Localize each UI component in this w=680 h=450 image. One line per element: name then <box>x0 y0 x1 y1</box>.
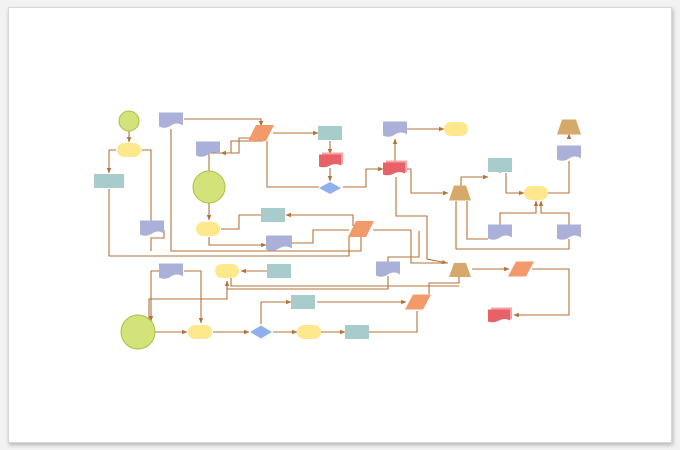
document-node[interactable] <box>159 112 183 128</box>
document-node[interactable] <box>557 224 581 240</box>
connector-lines <box>106 118 572 335</box>
connector <box>548 161 570 194</box>
data-io-node[interactable] <box>508 261 534 277</box>
terminator-node[interactable] <box>196 222 220 236</box>
document-node[interactable] <box>488 224 512 240</box>
connector <box>369 311 418 333</box>
document-node[interactable] <box>196 141 220 157</box>
decision-node[interactable] <box>250 325 272 339</box>
document-node[interactable] <box>266 235 292 251</box>
manual-operation-node[interactable] <box>557 119 581 135</box>
start-circle-node[interactable] <box>118 110 140 132</box>
data-io-node[interactable] <box>405 294 431 310</box>
start-circle-node[interactable] <box>192 170 226 204</box>
connector <box>184 118 264 127</box>
connector <box>343 166 384 188</box>
connector <box>221 214 261 230</box>
connector <box>460 174 489 186</box>
terminator-node[interactable] <box>444 122 468 136</box>
document-stack-node[interactable] <box>319 152 343 168</box>
document-node[interactable] <box>159 263 183 279</box>
connector <box>142 149 152 221</box>
connector <box>150 230 165 251</box>
process-node[interactable] <box>345 325 369 339</box>
document-node[interactable] <box>376 261 400 277</box>
document-node[interactable] <box>557 145 581 161</box>
terminator-node[interactable] <box>188 325 212 339</box>
flowchart-diagram <box>94 110 581 350</box>
process-node[interactable] <box>291 295 315 309</box>
connector <box>148 270 159 322</box>
diagram-canvas <box>8 7 672 443</box>
connector <box>292 229 349 244</box>
document-node[interactable] <box>383 121 407 137</box>
connector <box>466 201 488 240</box>
connector <box>285 212 354 226</box>
process-node[interactable] <box>488 158 512 172</box>
document-node[interactable] <box>140 220 164 236</box>
connector <box>148 281 228 319</box>
connector <box>505 173 525 196</box>
connector <box>208 237 267 248</box>
connector <box>106 149 116 174</box>
connector <box>170 129 362 252</box>
process-node[interactable] <box>318 126 342 140</box>
connector <box>538 200 570 225</box>
document-stack-node[interactable] <box>488 307 512 323</box>
connector <box>266 141 319 188</box>
connector <box>405 168 449 196</box>
start-circle-node[interactable] <box>120 314 156 350</box>
connector <box>373 229 448 264</box>
process-node[interactable] <box>94 174 124 188</box>
connector <box>387 231 420 263</box>
data-io-node[interactable] <box>248 125 274 141</box>
process-node[interactable] <box>267 264 291 278</box>
terminator-node[interactable] <box>215 264 239 278</box>
flowchart-nodes <box>94 110 581 350</box>
document-stack-node[interactable] <box>383 160 407 176</box>
connector <box>224 276 389 290</box>
manual-operation-node[interactable] <box>449 263 471 277</box>
connector <box>108 189 350 257</box>
decision-node[interactable] <box>319 182 341 194</box>
connector <box>455 201 570 250</box>
connector <box>260 299 292 324</box>
connector <box>208 140 263 171</box>
connector <box>513 268 570 318</box>
terminator-node[interactable] <box>297 325 321 339</box>
manual-operation-node[interactable] <box>449 185 471 201</box>
terminator-node[interactable] <box>524 186 548 200</box>
terminator-node[interactable] <box>117 143 141 157</box>
data-io-node[interactable] <box>348 221 374 237</box>
connector <box>395 177 448 265</box>
connector <box>428 277 460 294</box>
connector <box>230 271 459 287</box>
connector <box>184 270 204 324</box>
connector <box>499 200 539 226</box>
process-node[interactable] <box>261 208 285 222</box>
